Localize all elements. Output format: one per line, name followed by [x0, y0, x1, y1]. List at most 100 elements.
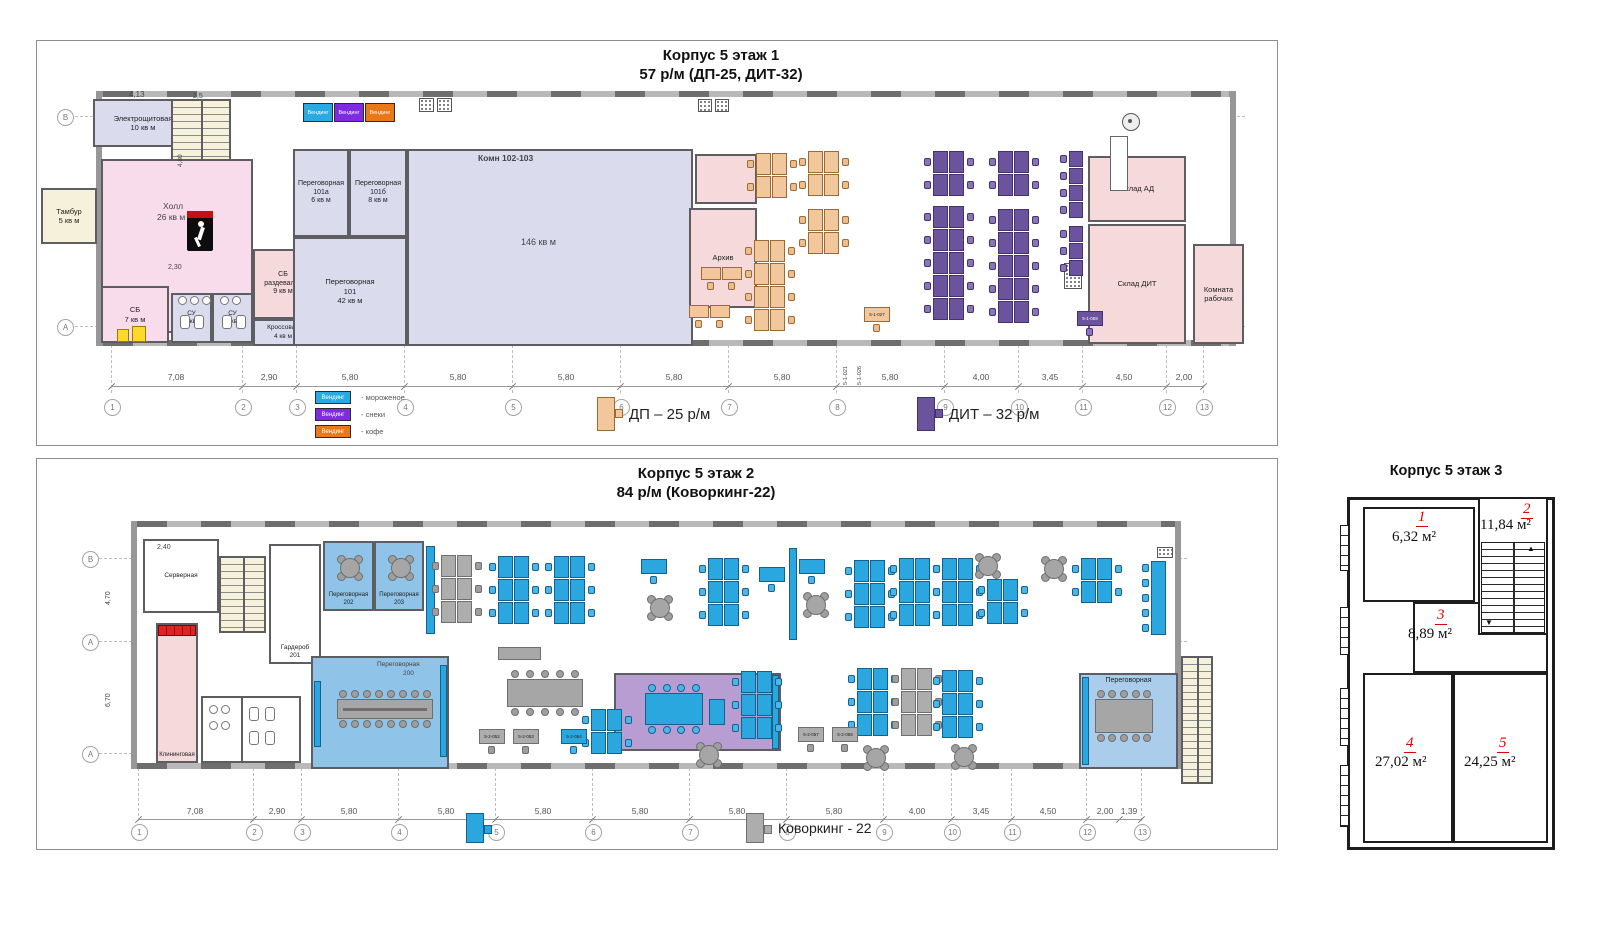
- room-kliningovaya-label: Клининговая: [159, 751, 195, 758]
- desk: [641, 559, 667, 574]
- chair: [799, 158, 806, 166]
- chair: [475, 585, 482, 593]
- desk: [958, 693, 973, 715]
- grid-bubble-column: 5: [505, 399, 522, 416]
- staircase: [219, 556, 266, 633]
- desk: [933, 275, 948, 297]
- chair: [339, 690, 347, 698]
- table: [507, 679, 583, 707]
- desk: [770, 309, 785, 331]
- dit-desk-icon: [917, 397, 943, 431]
- desk: [607, 709, 622, 731]
- desk: [824, 151, 839, 173]
- chair: [989, 262, 996, 270]
- storage-box: [132, 326, 146, 342]
- chair: [526, 670, 534, 678]
- chair: [924, 181, 931, 189]
- chair: [1060, 189, 1067, 197]
- desk: [854, 606, 869, 628]
- desk: [741, 694, 756, 716]
- desk: 5-2-052: [479, 729, 505, 744]
- dimension-text: 2,00: [1175, 372, 1193, 382]
- room-number: 2: [1521, 501, 1533, 519]
- desk: [1069, 260, 1083, 276]
- desk: [754, 309, 769, 331]
- round-table: [337, 555, 365, 583]
- desk: [689, 305, 709, 318]
- chair: [775, 724, 782, 732]
- desk: [857, 691, 872, 713]
- chair: [399, 720, 407, 728]
- chair: [1108, 734, 1116, 742]
- chair: [1072, 588, 1079, 596]
- desk-cluster-dp: [799, 151, 849, 197]
- chair: [976, 677, 983, 685]
- desk-coworking: [759, 567, 787, 595]
- desk: [915, 558, 930, 580]
- chair: [799, 216, 806, 224]
- plan-text: 2,40: [157, 544, 171, 551]
- desk: [570, 602, 585, 624]
- desk: [873, 714, 888, 736]
- grid-bubble-column: 4: [391, 824, 408, 841]
- desk: 5-2-058: [832, 727, 858, 742]
- toilet-fixture: [249, 707, 259, 721]
- plan-text: 5-1-021: [843, 366, 849, 385]
- desk-coworking: [641, 559, 669, 587]
- desk: [724, 604, 739, 626]
- grid-bubble-column: 13: [1134, 824, 1151, 841]
- chair: [648, 726, 656, 734]
- vent-grille-icon: [715, 99, 729, 112]
- desk: [854, 560, 869, 582]
- plan-text: 26 кв м: [157, 212, 186, 222]
- desk: [917, 714, 932, 736]
- desk-cluster-coworking: [582, 709, 632, 755]
- desk: [958, 604, 973, 626]
- chair: [532, 586, 539, 594]
- chair: [432, 608, 439, 616]
- dp-desk-icon: [597, 397, 623, 431]
- room-servernaya: Серверная: [143, 539, 219, 613]
- chair: [663, 726, 671, 734]
- window-hatch: [1340, 607, 1349, 655]
- floor2-title-line1: Корпус 5 этаж 2: [637, 465, 755, 482]
- plan-text: Переговорная: [377, 661, 420, 668]
- desk: [710, 305, 730, 318]
- dimension-line: [138, 819, 1141, 820]
- desk: [933, 206, 948, 228]
- room-area: 27,02 м²: [1375, 754, 1427, 770]
- room-servernaya-label: Серверная: [164, 571, 198, 579]
- vending-machine-icecream: Вендинг: [303, 103, 333, 122]
- chair: [625, 716, 632, 724]
- meeting-table: [1095, 690, 1153, 742]
- desk: [554, 556, 569, 578]
- chair: [1032, 308, 1039, 316]
- desk-pair-dp: [689, 305, 733, 331]
- desk-cluster-dit: [989, 151, 1039, 197]
- chair: [1032, 216, 1039, 224]
- desk-cluster-coworking: [933, 670, 983, 739]
- round-table: [975, 553, 1003, 581]
- round-table: [696, 742, 724, 770]
- desk: [808, 209, 823, 231]
- desk: [987, 602, 1002, 624]
- desk-cluster-dp: [799, 209, 849, 255]
- table: [954, 747, 974, 767]
- chair: [924, 236, 931, 244]
- floor1-title-line2: 57 р/м (ДП-25, ДИТ-32): [639, 65, 803, 83]
- window-hatch: [1340, 765, 1349, 827]
- chair: [747, 160, 754, 168]
- grid-bubble-column: 3: [294, 824, 311, 841]
- chair: [745, 316, 752, 324]
- chair: [1115, 565, 1122, 573]
- vending-legend-row: Вендинг - кофе: [315, 425, 405, 438]
- dimension-text: 4,00: [908, 806, 926, 816]
- toilet-fixture: [178, 296, 187, 305]
- desk: [1069, 202, 1083, 218]
- dimension-text: 5,80: [881, 372, 899, 382]
- chair: [924, 158, 931, 166]
